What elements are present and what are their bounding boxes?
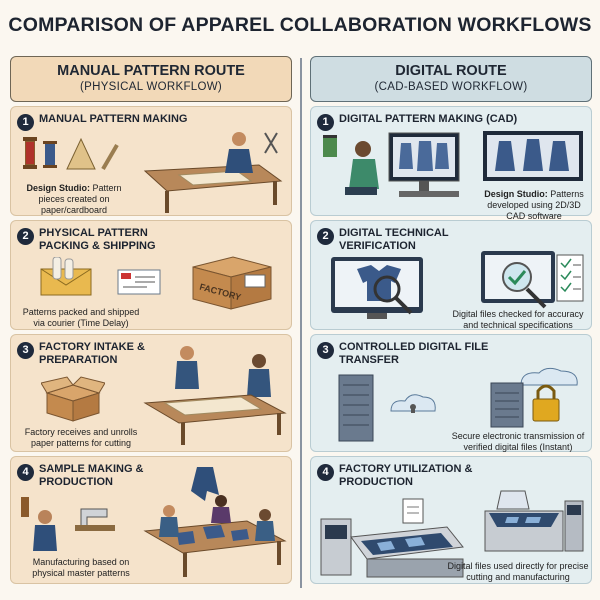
digital-step-3: 3 CONTROLLED DIGITAL FILE TRANSFER Secur… xyxy=(310,334,592,452)
step-title: CONTROLLED DIGITAL FILE TRANSFER xyxy=(339,341,489,366)
step-number: 2 xyxy=(17,228,34,245)
secure-server-icon xyxy=(490,367,578,428)
cutting-machine-icon xyxy=(320,498,464,578)
step-title: SAMPLE MAKING & PRODUCTION xyxy=(39,463,144,488)
digital-step-1: 1 DIGITAL PATTERN MAKING (CAD) Design St… xyxy=(310,106,592,221)
envelope-icon xyxy=(40,257,92,296)
page-title: COMPARISON OF APPAREL COLLABORATION WORK… xyxy=(8,14,592,36)
step-caption: Patterns packed and shipped via courier … xyxy=(22,307,140,328)
step-caption: Digital files used directly for precise … xyxy=(447,561,589,582)
manual-step-2: 2 PHYSICAL PATTERN PACKING & SHIPPING FA… xyxy=(10,220,292,330)
production-team-illustration xyxy=(143,467,287,577)
step-caption: Secure electronic transmission of verifi… xyxy=(451,431,585,452)
step-title: FACTORY UTILIZATION & PRODUCTION xyxy=(339,463,473,488)
sewing-station-illustration xyxy=(21,497,115,551)
digital-header: DIGITAL ROUTE (CAD-BASED WORKFLOW) xyxy=(310,56,592,102)
manual-step-4: 4 SAMPLE MAKING & PRODUCTION Manufacturi… xyxy=(10,456,292,584)
shipping-label-icon xyxy=(117,269,161,295)
step-title: PHYSICAL PATTERN PACKING & SHIPPING xyxy=(39,227,156,252)
manual-title: MANUAL PATTERN ROUTE xyxy=(57,63,245,79)
step-number: 1 xyxy=(317,114,334,131)
thread-spools-icon xyxy=(23,137,119,171)
digital-step-4: 4 FACTORY UTILIZATION & PRODUCTION xyxy=(310,456,592,584)
automated-cutter-icon xyxy=(484,490,584,552)
step-number: 3 xyxy=(317,342,334,359)
manual-header: MANUAL PATTERN ROUTE (PHYSICAL WORKFLOW) xyxy=(10,56,292,102)
digital-step-2: 2 DIGITAL TECHNICAL VERIFICATION D xyxy=(310,220,592,330)
step-caption: Factory receives and unrolls paper patte… xyxy=(24,427,138,448)
step-title: FACTORY INTAKE & PREPARATION xyxy=(39,341,145,366)
step-number: 3 xyxy=(17,342,34,359)
step-caption: Manufacturing based on physical master p… xyxy=(32,557,130,578)
step-title: DIGITAL PATTERN MAKING (CAD) xyxy=(339,113,518,125)
cad-monitor-icon xyxy=(483,131,583,181)
step-title: DIGITAL TECHNICAL VERIFICATION xyxy=(339,227,449,252)
pattern-maker-illustration xyxy=(143,132,283,213)
cad-workstation-illustration xyxy=(323,132,460,197)
factory-intake-illustration xyxy=(143,346,287,445)
step-number: 4 xyxy=(17,464,34,481)
manual-subtitle: (PHYSICAL WORKFLOW) xyxy=(79,81,222,93)
step-caption: Design Studio: Patterns developed using … xyxy=(484,189,584,221)
digital-column: DIGITAL ROUTE (CAD-BASED WORKFLOW) 1 DIG… xyxy=(310,56,592,584)
checklist-monitor-icon xyxy=(481,251,584,309)
open-box-icon xyxy=(41,376,105,422)
verification-monitor-icon xyxy=(331,257,423,319)
column-divider xyxy=(300,58,302,588)
step-title: MANUAL PATTERN MAKING xyxy=(39,113,188,125)
step-number: 2 xyxy=(317,228,334,245)
server-cloud-icon xyxy=(338,374,436,442)
manual-column: MANUAL PATTERN ROUTE (PHYSICAL WORKFLOW)… xyxy=(10,56,292,584)
step-caption: Design Studio: Pattern pieces created on… xyxy=(26,183,122,215)
factory-box-icon xyxy=(192,256,272,310)
manual-step-1: 1 MANUAL PATTERN MAKING Design Studio: P… xyxy=(10,106,292,216)
step-number: 1 xyxy=(17,114,34,131)
step-number: 4 xyxy=(317,464,334,481)
digital-title: DIGITAL ROUTE xyxy=(395,63,507,79)
manual-step-3: 3 FACTORY INTAKE & PREPARATION Factory r… xyxy=(10,334,292,452)
step-caption: Digital files checked for accuracy and t… xyxy=(452,309,584,330)
digital-subtitle: (CAD-BASED WORKFLOW) xyxy=(374,81,528,93)
